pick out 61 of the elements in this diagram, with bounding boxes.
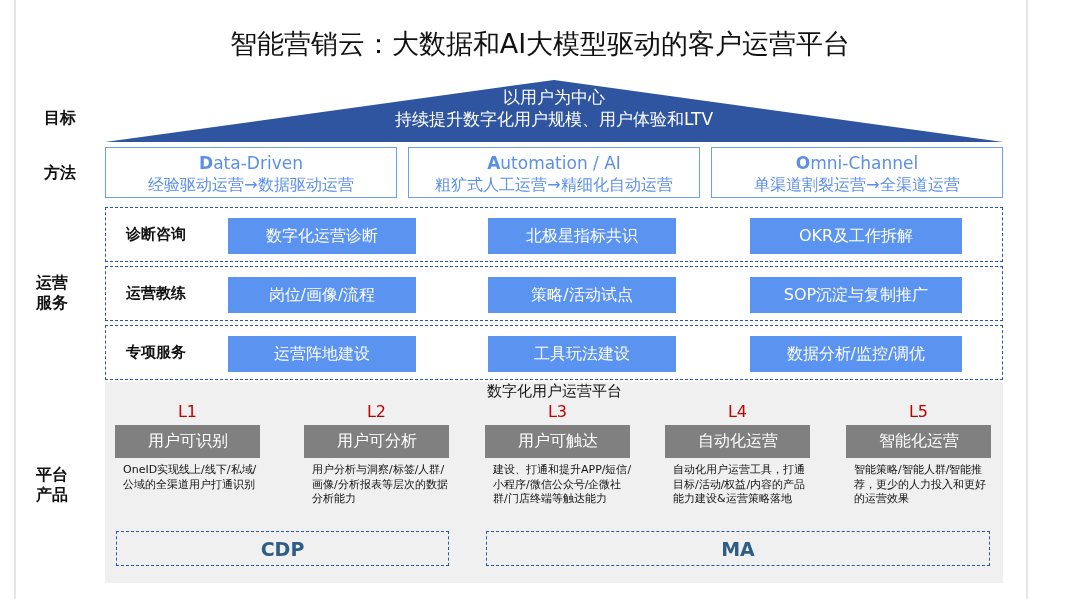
service-row	[105, 266, 1003, 321]
box-label: 策略/活动试点	[531, 284, 633, 306]
platform-panel	[105, 382, 1003, 583]
row-heading: 专项服务	[126, 342, 186, 363]
method-description: 经验驱动运营→数据驱动运营	[147, 174, 355, 196]
service-box	[750, 336, 962, 372]
product-box	[116, 531, 449, 566]
box-label: 用户可触达	[517, 431, 598, 452]
box-label: OKR及工作拆解	[798, 225, 914, 247]
box-label: 智能化运营	[878, 431, 959, 452]
box-label: 运营阵地建设	[274, 343, 370, 365]
level-description: 建设、打通和提升APP/短信/小程序/微信公众号/企微社群/门店终端等触达能力	[493, 463, 633, 507]
service-box	[750, 277, 962, 313]
level-number: L4	[726, 402, 749, 421]
box-label: 用户可分析	[336, 431, 417, 452]
goal-text: 持续提升数字化用户规模、用户体验和LTV	[393, 108, 715, 130]
service-box	[228, 277, 416, 313]
method-heading: Data-Driven	[198, 152, 304, 174]
level-description: OneID实现线上/线下/私域/公域的全渠道用户打通识别	[123, 463, 258, 492]
service-box	[488, 218, 676, 254]
method-box	[408, 147, 700, 198]
goal-text: 以用户为中心	[502, 86, 606, 108]
method-description: 粗犷式人工运营→精细化自动运营	[434, 174, 674, 196]
box-label: 用户可识别	[147, 431, 228, 452]
method-heading: Automation / AI	[486, 152, 622, 174]
level-number: L5	[907, 402, 930, 421]
product-name: CDP	[260, 537, 305, 560]
method-description: 单渠道割裂运营→全渠道运营	[753, 174, 961, 196]
panel-heading: 数字化用户运营平台	[485, 382, 623, 401]
service-row	[105, 325, 1003, 380]
box-label: 数据分析/监控/调优	[786, 343, 926, 365]
service-box	[488, 277, 676, 313]
service-box	[488, 336, 676, 372]
box-label: 北极星指标共识	[526, 225, 638, 247]
method-heading: Omni-Channel	[794, 152, 920, 174]
product-name: MA	[721, 537, 755, 560]
row-heading: 诊断咨询	[126, 224, 186, 245]
row-label: 运营服务	[35, 273, 69, 313]
product-box	[486, 531, 990, 566]
level-description: 用户分析与洞察/标签/人群/画像/分析报表等层次的数据分析能力	[312, 463, 449, 507]
box-label: SOP沉淀与复制推广	[783, 284, 929, 306]
level-description: 智能策略/智能人群/智能推荐，更少的人力投入和更好的运营效果	[854, 463, 987, 507]
service-box	[228, 336, 416, 372]
box-label: 自动化运营	[697, 431, 778, 452]
row-label: 平台产品	[35, 465, 69, 505]
box-label: 岗位/画像/流程	[268, 284, 376, 306]
level-number: L2	[365, 402, 388, 421]
service-box	[750, 218, 962, 254]
row-label: 方法	[43, 163, 77, 183]
row-label: 目标	[43, 108, 77, 128]
level-number: L1	[176, 402, 199, 421]
method-box	[711, 147, 1003, 198]
box-label: 数字化运营诊断	[266, 225, 378, 247]
row-heading: 运营教练	[126, 283, 186, 304]
level-description: 自动化用户运营工具，打通目标/活动/权益/内容的产品能力建设&运营策略落地	[673, 463, 807, 507]
method-box	[105, 147, 397, 198]
service-box	[228, 218, 416, 254]
level-number: L3	[546, 402, 569, 421]
service-row	[105, 207, 1003, 262]
box-label: 工具玩法建设	[534, 343, 630, 365]
diagram-title: 智能营销云：大数据和AI大模型驱动的客户运营平台	[228, 27, 852, 61]
